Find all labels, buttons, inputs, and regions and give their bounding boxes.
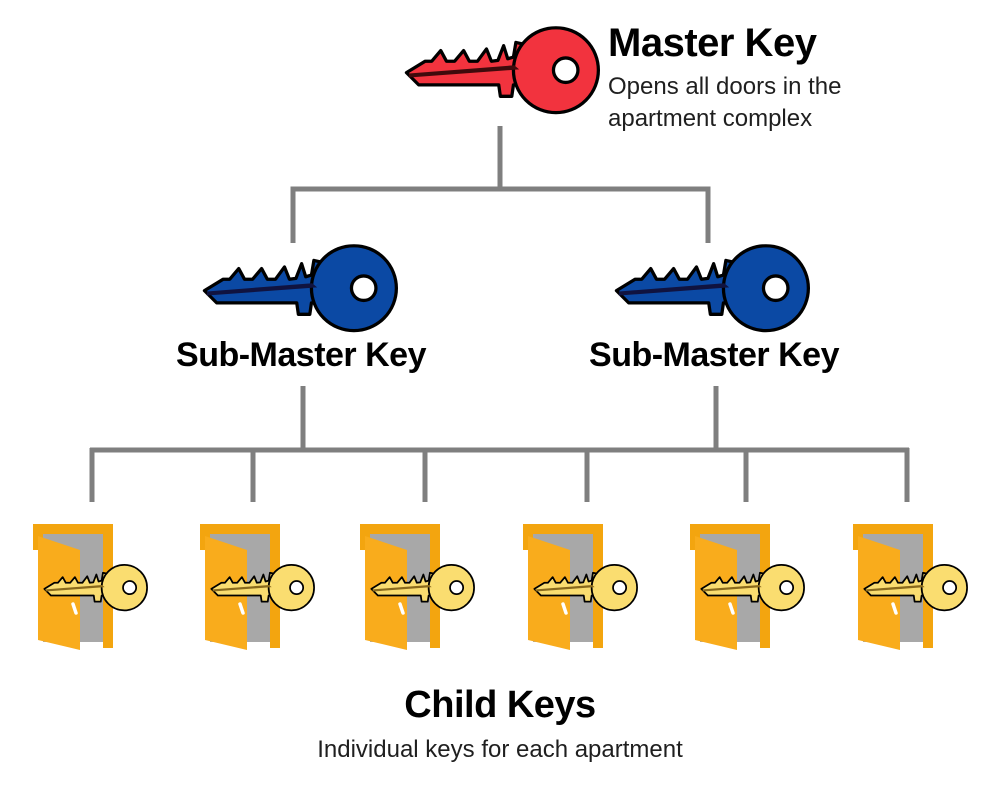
child-keys-description: Individual keys for each apartment	[317, 736, 683, 763]
apartment-door-child-key-icon-1	[33, 520, 153, 660]
apartment-door-child-key-icon-6	[853, 520, 973, 660]
apartment-door-child-key-icon-4	[523, 520, 643, 660]
master-to-submaster-bracket	[290, 186, 711, 243]
red-master-key-icon	[404, 26, 600, 116]
apartment-door-child-key-icon-5	[690, 520, 810, 660]
sub-master-key-title-left: Sub-Master Key	[176, 336, 426, 374]
master-key-title: Master Key	[608, 21, 817, 65]
master-key-description: Opens all doors in the apartment complex	[608, 73, 842, 133]
blue-sub-master-key-icon-right	[614, 244, 810, 334]
apartment-door-child-key-icon-2	[200, 520, 320, 660]
child-keys-title: Child Keys	[404, 684, 596, 726]
apartment-door-child-key-icon-3	[360, 520, 480, 660]
master-key-label-block: Master Key Opens all doors in the apartm…	[608, 22, 898, 135]
blue-sub-master-key-icon-left	[202, 244, 398, 334]
child-keys-label-block: Child Keys Individual keys for each apar…	[0, 684, 1000, 764]
sub-master-key-title-right: Sub-Master Key	[589, 336, 839, 374]
